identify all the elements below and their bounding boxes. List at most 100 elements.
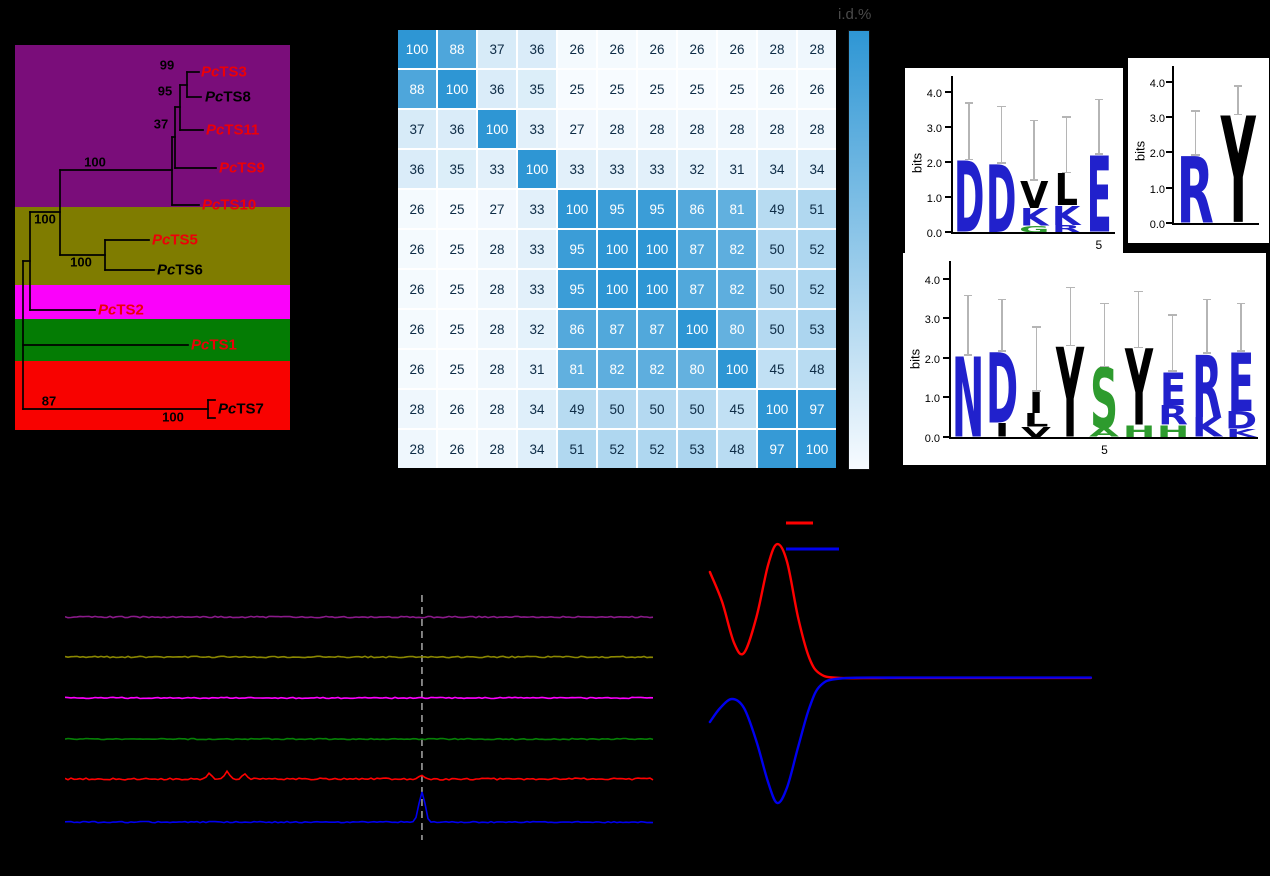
logo-xtick: 5	[1101, 443, 1108, 457]
logo-ytick: 3.0	[926, 122, 942, 135]
logo-letter-D: D	[985, 352, 1019, 423]
svg-text:V: V	[1021, 427, 1052, 437]
heatmap-cell: 82	[718, 270, 756, 308]
leaf-name: TS1	[209, 336, 237, 354]
heatmap-cell: 33	[518, 110, 556, 148]
heatmap-cell: 36	[438, 110, 476, 148]
heatmap-cell: 28	[758, 110, 796, 148]
logo-letter-K: K	[1190, 417, 1224, 437]
heatmap-cell: 95	[638, 190, 676, 228]
heatmap-cell: 48	[718, 430, 756, 468]
bootstrap-value: 37	[153, 116, 169, 132]
logo-ytick: 3.0	[924, 314, 940, 327]
identity-colorbar	[848, 30, 870, 470]
leaf-genus: Pc	[98, 301, 117, 319]
heatmap-cell: 26	[398, 270, 436, 308]
error-bar	[1067, 286, 1074, 347]
heatmap-cell: 32	[518, 310, 556, 348]
heatmap-cell: 31	[718, 150, 756, 188]
svg-text:A: A	[1090, 428, 1121, 437]
heatmap-cell: 95	[598, 190, 636, 228]
heatmap-cell: 100	[758, 390, 796, 428]
bootstrap-value: 99	[159, 57, 175, 73]
svg-text:K: K	[1020, 208, 1050, 226]
svg-text:D: D	[986, 352, 1018, 423]
svg-text:N: N	[952, 356, 984, 437]
heatmap-cell: 36	[518, 30, 556, 68]
logo-letter-D: D	[1224, 411, 1258, 429]
heatmap-cell: 95	[558, 230, 596, 268]
logo-ytick: 2.0	[1149, 148, 1165, 161]
leaf-genus: Pc	[206, 121, 225, 139]
heatmap-cell: 28	[638, 110, 676, 148]
svg-text:L: L	[1024, 413, 1049, 427]
heatmap-cell: 28	[398, 430, 436, 468]
error-bar	[964, 294, 972, 357]
logo-ytick-mark	[945, 90, 951, 93]
heatmap-cell: 82	[598, 350, 636, 388]
heatmap-cell: 82	[718, 230, 756, 268]
heatmap-cell: 100	[638, 270, 676, 308]
heatmap-cell: 52	[638, 430, 676, 468]
logo-letter-V: V	[1018, 181, 1050, 208]
heatmap-cell: 87	[598, 310, 636, 348]
heatmap-cell: 33	[518, 270, 556, 308]
svg-text:D: D	[1225, 411, 1257, 429]
heatmap-cell: 25	[598, 70, 636, 108]
svg-text:K: K	[1192, 417, 1223, 437]
error-bar	[965, 102, 973, 161]
heatmap-cell: 32	[678, 150, 716, 188]
trace-green	[65, 737, 654, 741]
heatmap-cell: 100	[518, 150, 556, 188]
heatmap-cell: 95	[558, 270, 596, 308]
logo-letter-E: E	[1083, 155, 1115, 232]
svg-text:E: E	[1228, 352, 1254, 411]
heatmap-cell: 26	[638, 30, 676, 68]
logo-letter-Y: Y	[1217, 115, 1260, 223]
heatmap-cell: 25	[678, 70, 716, 108]
leaf-name: TS3	[219, 63, 247, 81]
heatmap-cell: 35	[518, 70, 556, 108]
heatmap-cell: 26	[398, 230, 436, 268]
heatmap-cell: 97	[758, 430, 796, 468]
error-bar	[998, 298, 1006, 353]
heatmap-cell: 87	[678, 270, 716, 308]
error-bar	[1191, 110, 1199, 156]
tree-leaf-PcTS1: PcTS1	[191, 338, 237, 353]
error-bar	[998, 105, 1005, 164]
heatmap-cell: 25	[558, 70, 596, 108]
tree-leaf-PcTS2: PcTS2	[98, 303, 144, 318]
heatmap-cell: 31	[518, 350, 556, 388]
heatmap-cell: 28	[398, 390, 436, 428]
logo-ytick-mark	[1166, 186, 1172, 189]
svg-text:Y: Y	[1124, 348, 1153, 425]
heatmap-cell: 28	[758, 30, 796, 68]
heatmap-cell: 80	[718, 310, 756, 348]
logo-letter-E: E	[1156, 372, 1190, 406]
heatmap-cell: 49	[558, 390, 596, 428]
heatmap-cell: 26	[398, 190, 436, 228]
heatmap-cell: 26	[438, 430, 476, 468]
bootstrap-value: 95	[157, 83, 173, 99]
heatmap-cell: 26	[438, 390, 476, 428]
svg-text:R: R	[1158, 405, 1188, 425]
error-bar	[1234, 85, 1241, 116]
heatmap-cell: 26	[758, 70, 796, 108]
heatmap-cell: 26	[718, 30, 756, 68]
heatmap-cell: 25	[718, 70, 756, 108]
logo-ytick: 4.0	[924, 274, 940, 287]
bootstrap-value: 100	[162, 409, 184, 425]
svg-text:K: K	[1052, 206, 1082, 225]
heatmap-cell: 53	[798, 310, 836, 348]
heatmap-cell: 36	[398, 150, 436, 188]
svg-text:K: K	[1226, 429, 1257, 437]
leaf-genus: Pc	[157, 261, 176, 279]
heatmap-cell: 27	[478, 190, 516, 228]
heatmap-cell: 28	[598, 110, 636, 148]
error-bar	[1203, 298, 1210, 355]
